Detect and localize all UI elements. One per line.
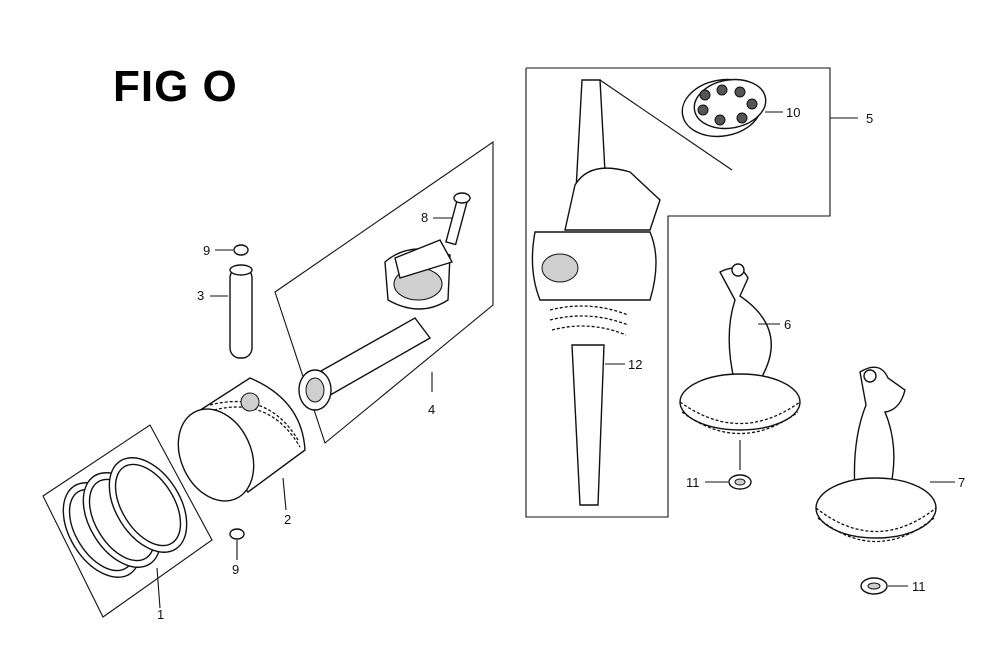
callout-12: 12 <box>628 357 642 372</box>
piston-pin <box>210 264 253 359</box>
callout-3: 3 <box>197 288 204 303</box>
callout-7: 7 <box>958 475 965 490</box>
camshaft-2 <box>815 366 955 543</box>
piston <box>177 377 306 511</box>
camshaft-1 <box>679 263 801 470</box>
callout-11-bottom: 11 <box>912 579 926 594</box>
piston-rings <box>42 424 213 618</box>
callout-2: 2 <box>284 512 291 527</box>
callout-6: 6 <box>784 317 791 332</box>
rod-bolt <box>433 192 471 246</box>
piston-pin-clips <box>215 244 249 560</box>
callout-11-top: 11 <box>686 475 700 490</box>
callout-9-bottom: 9 <box>232 562 239 577</box>
crankshaft-assembly <box>525 67 858 518</box>
callout-10: 10 <box>786 105 800 120</box>
washers <box>705 474 908 595</box>
callout-1: 1 <box>157 607 164 622</box>
crankshaft-bearing <box>681 78 783 138</box>
connecting-rod <box>274 140 494 444</box>
callout-4: 4 <box>428 402 435 417</box>
callout-5: 5 <box>866 111 873 126</box>
callout-9-top: 9 <box>203 243 210 258</box>
figure-title: FIG O <box>113 62 238 111</box>
callout-8: 8 <box>421 210 428 225</box>
